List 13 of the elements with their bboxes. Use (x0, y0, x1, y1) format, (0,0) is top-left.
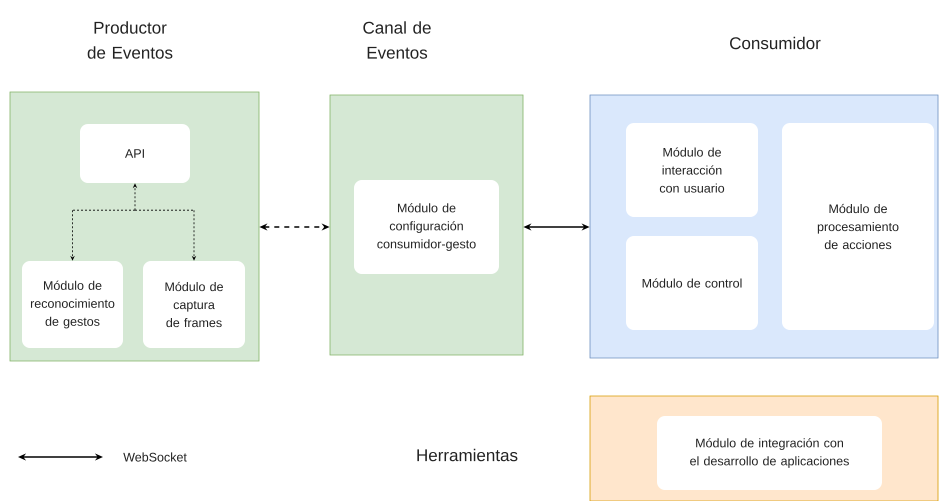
module-box: Módulo de control (626, 236, 758, 330)
group-heading: Herramientas (417, 448, 518, 462)
legend-label: WebSocket (123, 452, 187, 462)
group-heading: Productor de Eventos (88, 21, 172, 59)
module-box: Módulo de interacción con usuario (626, 123, 758, 217)
module-box: Módulo de procesamiento de acciones (782, 123, 934, 330)
group-heading: Canal de Eventos (363, 21, 431, 59)
module-box: API (80, 124, 190, 183)
group-heading: Consumidor (730, 36, 821, 50)
module-box: Módulo de captura de frames (143, 261, 245, 348)
module-box: Módulo de integración con el desarrollo de aplicaciones (657, 416, 882, 490)
module-box: Módulo de configuración consumidor-gesto (354, 180, 499, 274)
module-box: Módulo de reconocimiento de gestos (22, 261, 123, 348)
